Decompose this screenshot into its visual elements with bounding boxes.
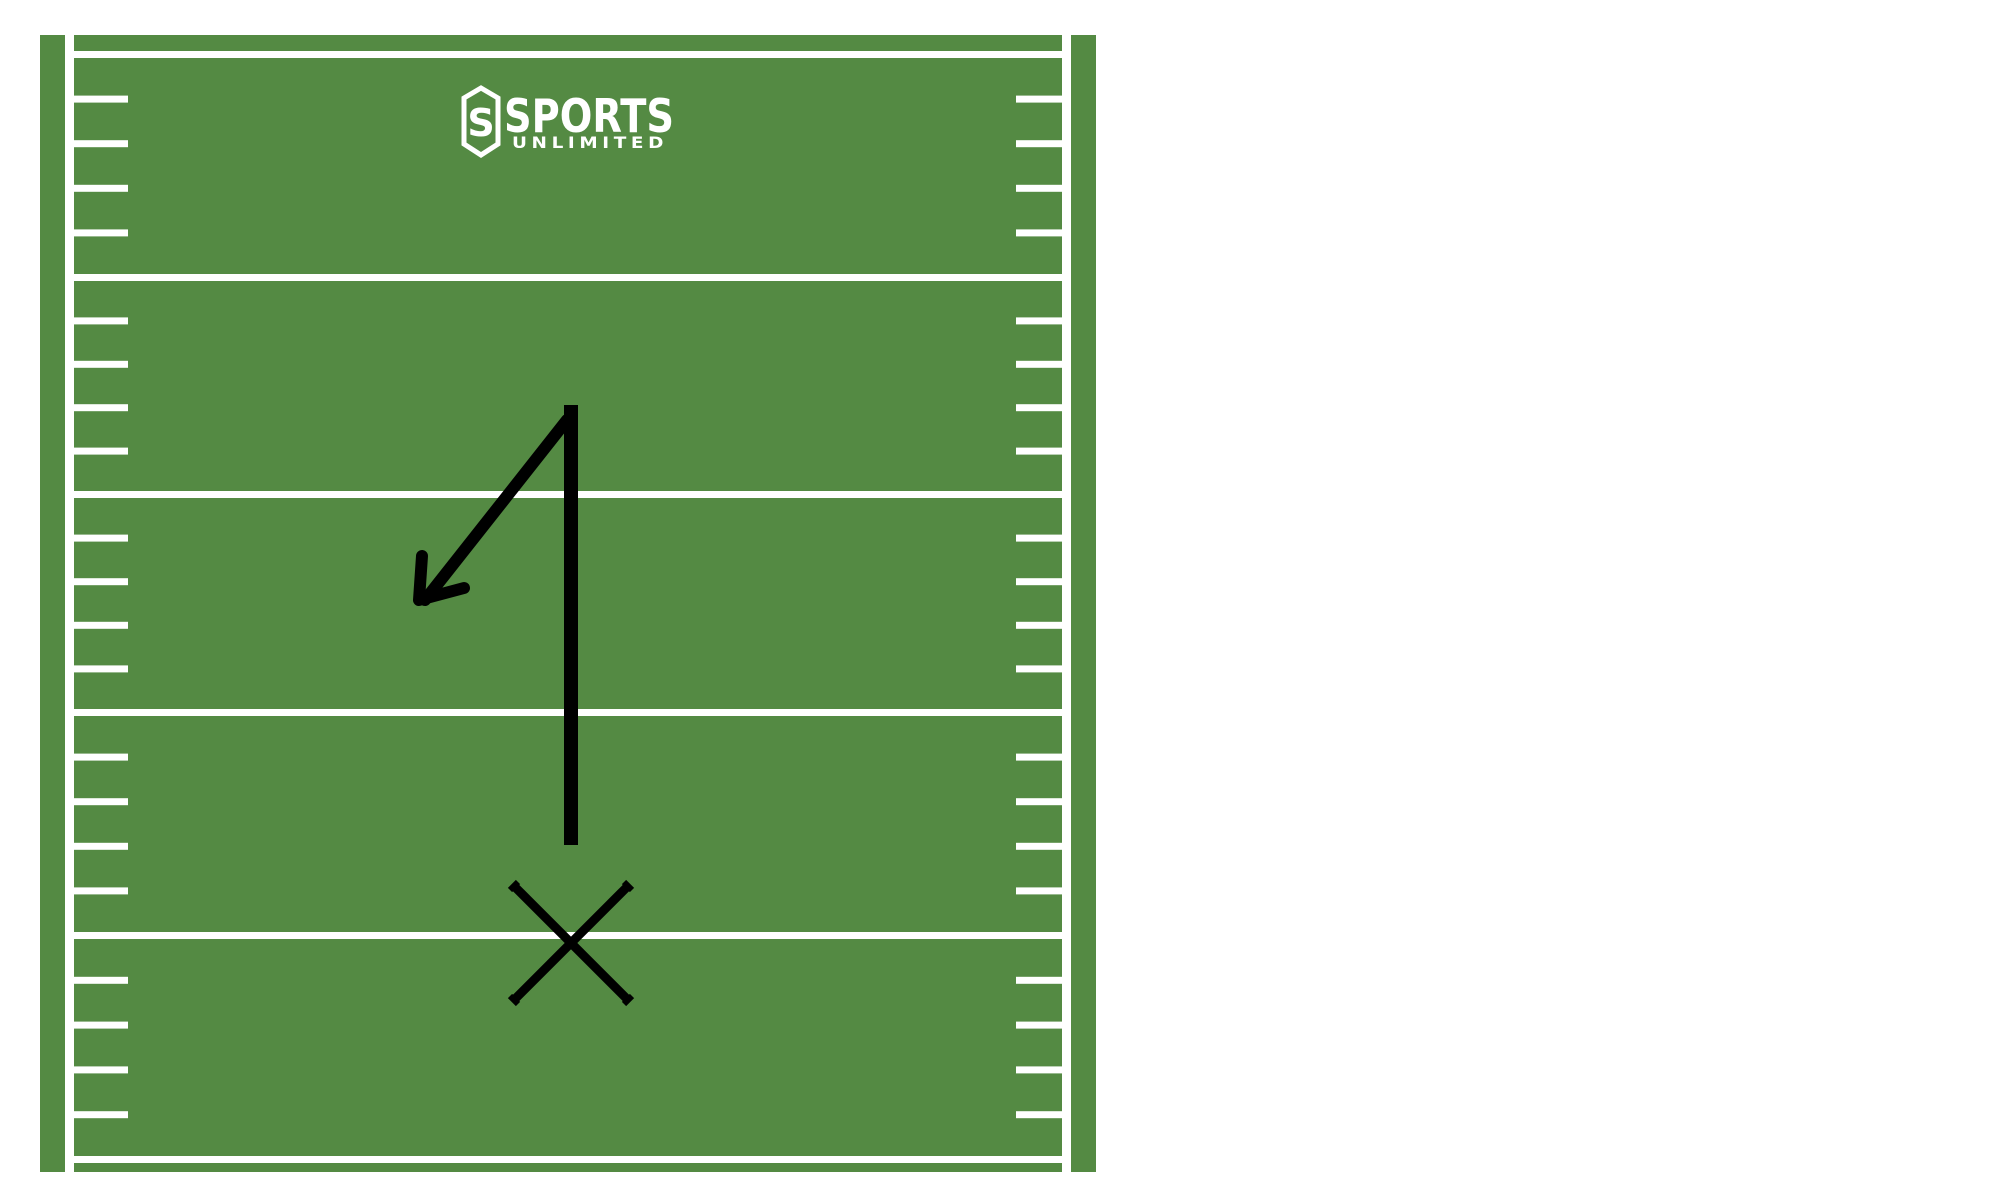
hash-mark	[74, 887, 128, 895]
hash-mark	[74, 753, 128, 761]
hash-mark	[1016, 317, 1062, 325]
hash-mark	[74, 184, 128, 192]
route-arrowhead-icon	[413, 550, 470, 606]
hash-mark	[74, 1111, 128, 1119]
hash-mark	[74, 1066, 128, 1074]
hash-mark	[74, 140, 128, 148]
hash-mark	[74, 229, 128, 237]
logo-subtitle: UNLIMITED	[512, 133, 668, 152]
hash-mark	[74, 578, 128, 586]
hash-mark	[1016, 842, 1062, 850]
shield-emblem-icon	[461, 85, 501, 158]
hash-mark	[1016, 753, 1062, 761]
logo-title: SPORTS	[504, 89, 674, 143]
play-route	[413, 405, 578, 845]
hash-mark	[74, 842, 128, 850]
hash-mark	[1016, 1066, 1062, 1074]
logo-emblem-letter: S	[467, 101, 494, 145]
sideline-right	[1062, 35, 1071, 1172]
hash-mark	[1016, 229, 1062, 237]
hash-mark	[74, 798, 128, 806]
hash-mark	[74, 665, 128, 673]
hash-mark	[74, 976, 128, 984]
route-break	[419, 414, 573, 606]
yard-line	[74, 274, 1062, 281]
hash-mark	[74, 534, 128, 542]
end-line-top	[74, 51, 1062, 58]
hash-mark	[74, 317, 128, 325]
hash-mark	[74, 447, 128, 455]
hash-mark	[1016, 140, 1062, 148]
player-x-marker-icon	[507, 879, 635, 1007]
hash-mark	[1016, 1021, 1062, 1029]
hash-mark	[1016, 976, 1062, 984]
hash-mark	[1016, 360, 1062, 368]
hash-mark	[74, 404, 128, 412]
hash-mark	[1016, 184, 1062, 192]
hash-mark	[1016, 447, 1062, 455]
sideline-left	[65, 35, 74, 1172]
hash-mark	[1016, 887, 1062, 895]
hash-mark	[1016, 534, 1062, 542]
hash-mark	[1016, 621, 1062, 629]
hash-mark	[1016, 578, 1062, 586]
hash-mark	[74, 95, 128, 103]
sports-unlimited-logo: S SPORTS UNLIMITED	[461, 85, 674, 158]
end-line-bottom	[74, 1156, 1062, 1163]
hash-mark	[1016, 1111, 1062, 1119]
hash-mark	[1016, 665, 1062, 673]
hash-marks	[74, 95, 1062, 1119]
hash-mark	[74, 360, 128, 368]
hash-mark	[74, 1021, 128, 1029]
hash-mark	[74, 621, 128, 629]
hash-mark	[1016, 798, 1062, 806]
hash-mark	[1016, 95, 1062, 103]
hash-mark	[1016, 404, 1062, 412]
